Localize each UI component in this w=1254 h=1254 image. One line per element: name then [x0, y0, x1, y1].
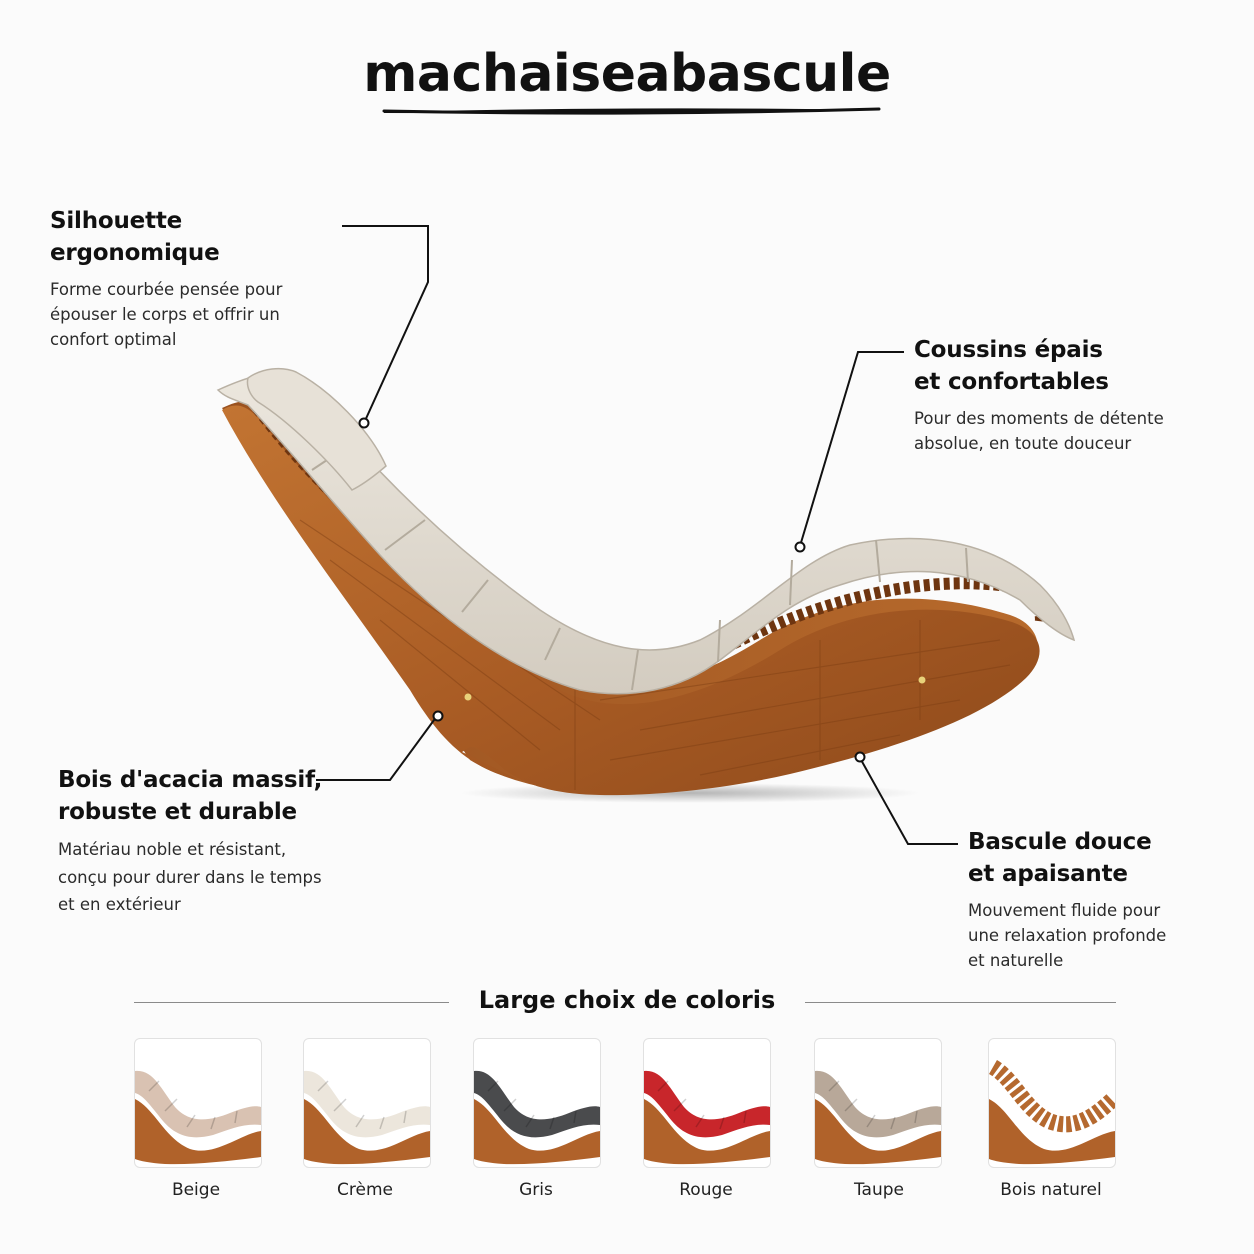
swatch-chair-thumbnail — [644, 1070, 770, 1165]
swatch-chair-thumbnail — [135, 1070, 261, 1165]
swatch-chair-thumbnail — [989, 1060, 1115, 1165]
wood-grain — [299, 519, 1011, 790]
swatch-label: Rouge — [679, 1180, 733, 1200]
swatch-taupe[interactable] — [814, 1038, 942, 1168]
divider-left — [134, 1002, 449, 1003]
chair-headrest — [246, 367, 387, 491]
swatch-cushion-seams — [828, 1080, 918, 1130]
swatch-cushion-seams — [148, 1080, 238, 1130]
swatch-chair-wood — [815, 1099, 941, 1165]
callout-dots — [358, 417, 866, 763]
swatch-label: Crème — [337, 1180, 393, 1200]
swatch-chair-cushion — [135, 1070, 261, 1138]
swatch-label: Gris — [519, 1180, 553, 1200]
swatch-creme[interactable] — [303, 1038, 431, 1168]
swatch-chair-wood — [474, 1099, 600, 1165]
swatch-chair-thumbnail — [304, 1070, 430, 1165]
brand-title: machaiseabascule — [363, 44, 891, 104]
swatch-label: Beige — [171, 1180, 221, 1200]
feature-ergonomic: Silhouette ergonomique Forme courbée pen… — [50, 205, 350, 352]
swatch-gris[interactable] — [473, 1038, 601, 1168]
swatch-chair-thumbnail — [815, 1070, 941, 1165]
swatch-label: Taupe — [853, 1180, 904, 1200]
swatch-label: Bois naturel — [1000, 1180, 1102, 1200]
feature-description: Matériau noble et résistant,conçu pour d… — [58, 840, 322, 914]
swatch-chair-wood — [304, 1099, 430, 1165]
feature-acacia-wood: Bois d'acacia massif,robuste et durable … — [58, 764, 348, 919]
swatch-chair-cushion — [474, 1070, 600, 1138]
swatch-chair-cushion — [815, 1070, 941, 1138]
colors-title: Large choix de coloris — [478, 986, 776, 1014]
screw — [918, 676, 926, 684]
screw — [464, 693, 472, 701]
feature-title: Bois d'acacia massif,robuste et durable — [58, 767, 323, 825]
swatch-cushion-seams — [487, 1080, 577, 1130]
swatch-rouge[interactable] — [643, 1038, 771, 1168]
swatch-chair-wood — [989, 1099, 1115, 1165]
feature-title: Silhouette ergonomique — [50, 208, 220, 266]
swatch-chair-cushion — [304, 1070, 430, 1138]
chair-side-panel-front — [222, 405, 1040, 796]
swatch-cushion-seams — [657, 1080, 747, 1130]
swatch-chair-wood — [135, 1099, 261, 1165]
swatch-chair-thumbnail — [474, 1070, 600, 1165]
callout-lines — [316, 225, 958, 845]
swatch-chair-wood — [644, 1099, 770, 1165]
brand-underline — [382, 107, 881, 115]
swatch-bois-naturel[interactable] — [988, 1038, 1116, 1168]
swatch-chair-slats — [989, 1060, 1115, 1133]
swatch-chair-cushion — [644, 1070, 770, 1138]
divider-right — [805, 1002, 1116, 1003]
swatch-cushion-seams — [317, 1080, 407, 1130]
swatch-beige[interactable] — [134, 1038, 262, 1168]
